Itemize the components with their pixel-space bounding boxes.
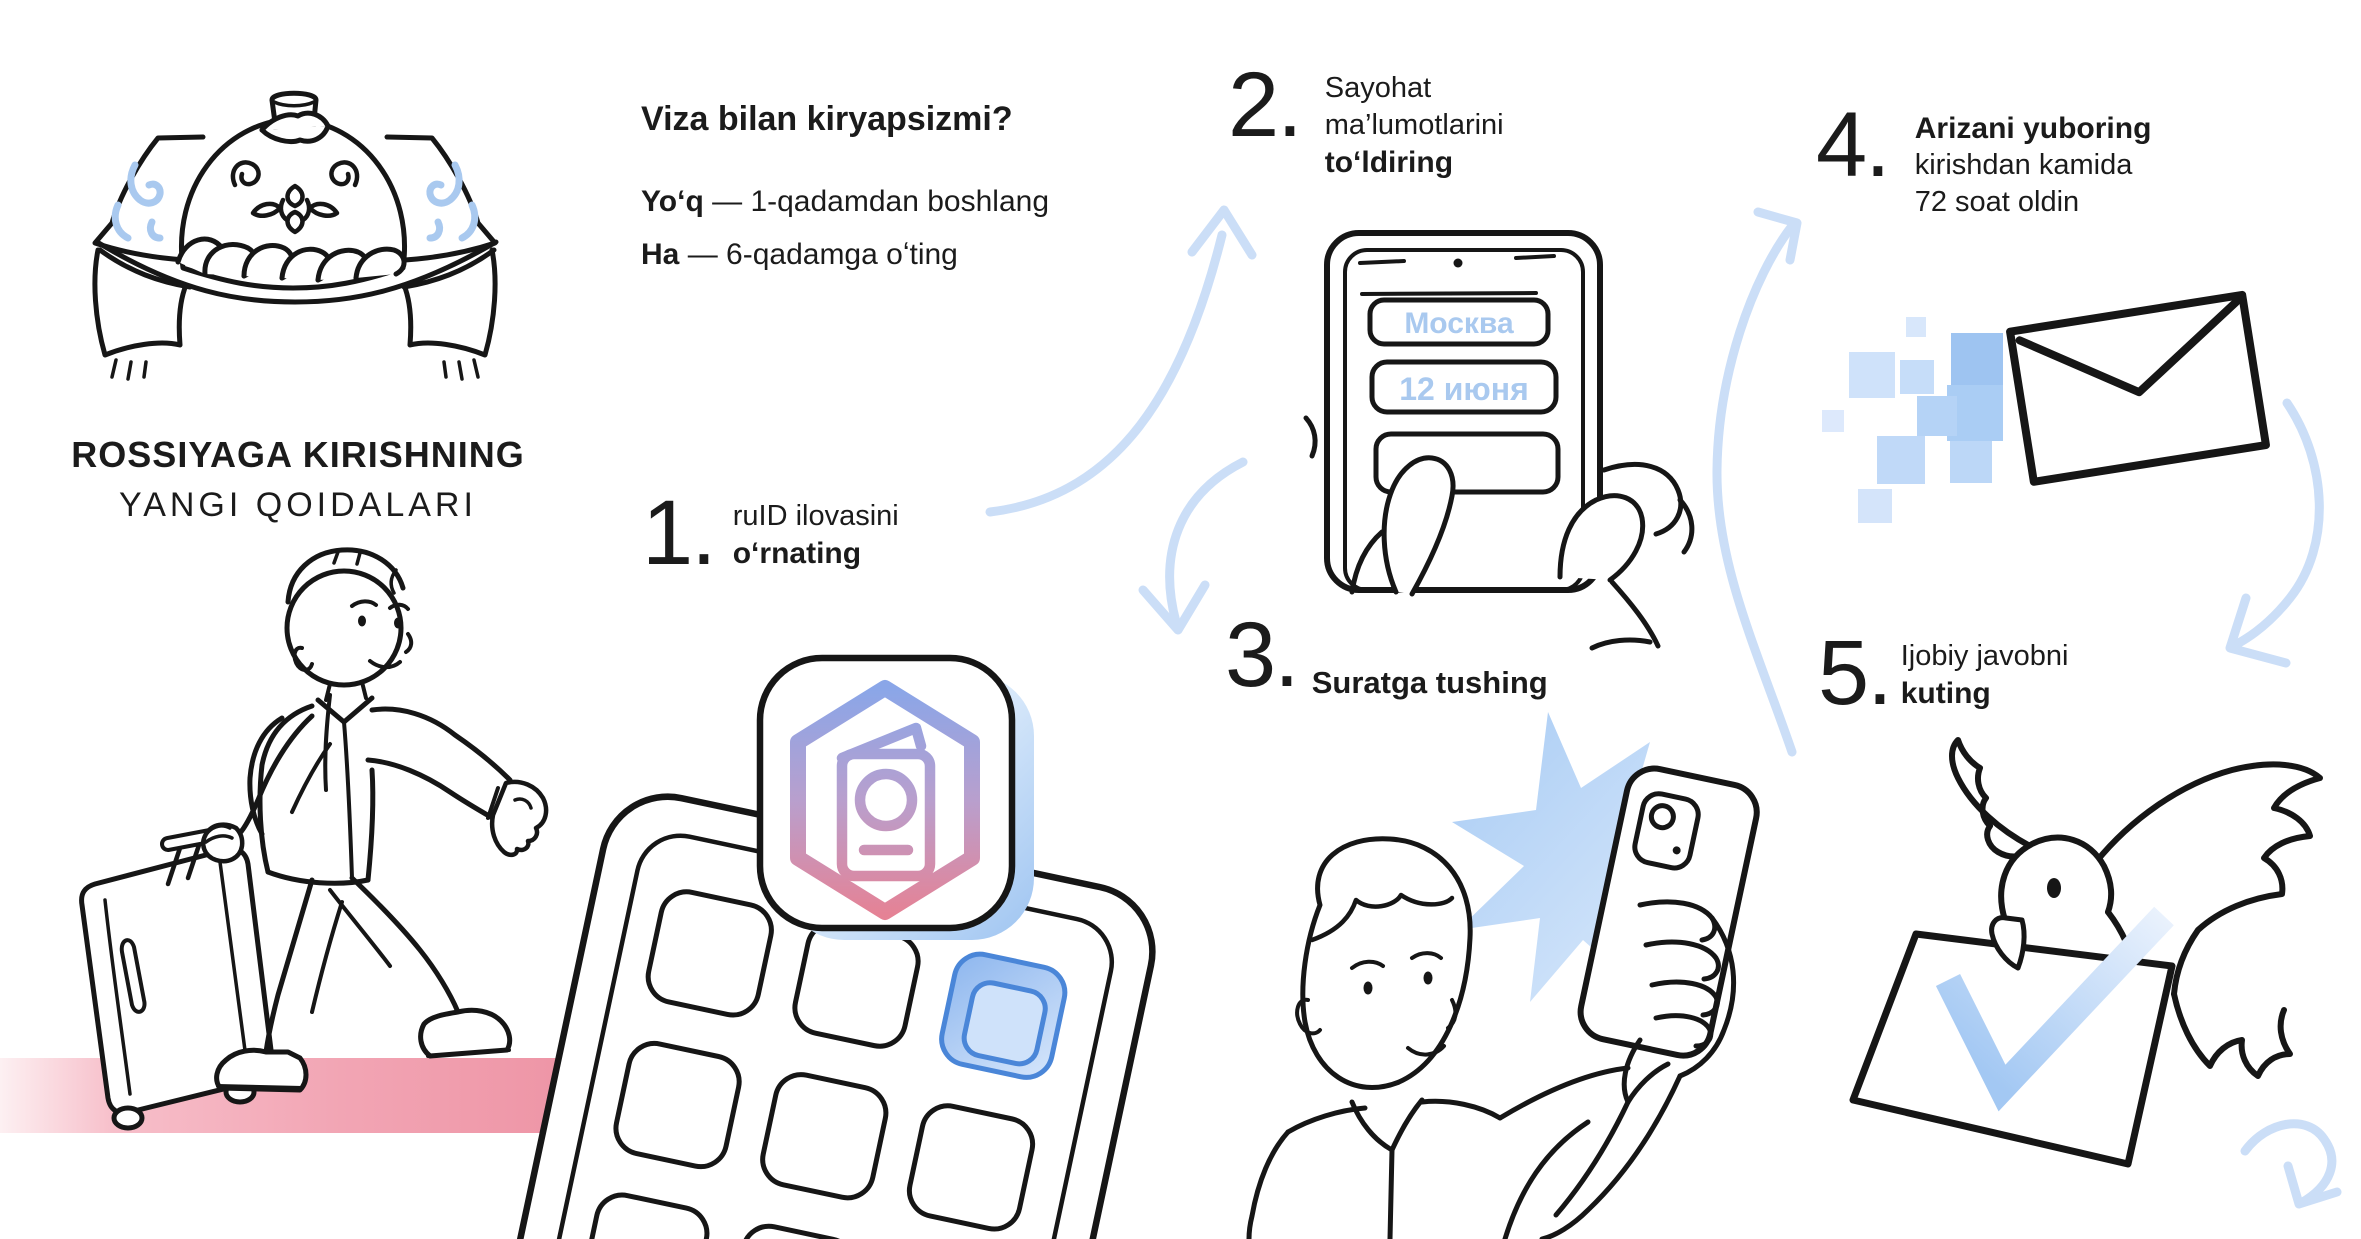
step-3: 3. Suratga tushing (1225, 604, 1548, 706)
selfie-phone (1577, 765, 1760, 1059)
checkmark-icon (1935, 906, 2174, 1112)
visa-option-no-text: — 1-qadamdan boshlang (703, 185, 1050, 218)
step-4-number: 4. (1816, 94, 1891, 196)
salt-cup (259, 90, 331, 145)
step-4-line3: 72 soat oldin (1914, 186, 2080, 218)
visa-question-block: Viza bilan kiryapsizmi? Yoʻq — 1-qadamda… (641, 100, 1049, 281)
arrow-next-hint-head (2283, 1161, 2342, 1209)
dove-body (1949, 737, 2323, 1079)
form-city-value: Москва (1404, 307, 1514, 340)
step-2-line3: toʻldiring (1324, 146, 1454, 179)
app-tiles (581, 889, 1036, 1239)
backpack (247, 715, 285, 837)
flash-starburst-icon (1452, 712, 1717, 1002)
arrow-step3-head (1753, 207, 1802, 265)
step-1-line1: ruID ilovasini (732, 500, 899, 532)
bread-braid (175, 236, 407, 283)
selfie-man (1246, 836, 1631, 1239)
arrow-step1-head (1187, 205, 1257, 260)
form-date-value: 12 июня (1399, 371, 1528, 407)
towel-ornament (111, 161, 479, 242)
visa-option-yes-label: Ha (641, 238, 680, 271)
poster-title: ROSSIYAGA KIRISHNING YANGI QOIDALARI (18, 434, 578, 525)
step-1: 1. ruID ilovasini oʻrnating (642, 482, 899, 584)
step-5-number: 5. (1818, 622, 1893, 724)
step-3-number: 3. (1225, 604, 1300, 706)
pixel-trail (1822, 317, 2003, 523)
step-5-line2: kuting (1900, 677, 1991, 710)
arrow-step1-to-step2 (985, 230, 1227, 517)
travel-form-illustration: Москва 12 июня (1303, 230, 1695, 651)
step-4-line1: Arizani yuboring (1914, 112, 2152, 145)
flow-arrows (985, 205, 2342, 1209)
visa-option-no: Yoʻq — 1-qadamdan boshlang (641, 175, 1049, 228)
visa-option-no-label: Yoʻq (641, 185, 704, 218)
step-5-line1: Ijobiy javobni (1900, 640, 2069, 672)
passport-icon (836, 722, 936, 882)
bread-and-salt-illustration (92, 90, 499, 381)
holding-hands (1303, 415, 1695, 651)
step-2: 2. Sayohat ma’lumotlarini toʻldiring (1228, 54, 1504, 181)
selfie-illustration (1246, 712, 1760, 1239)
shield-hexagon-icon (790, 680, 980, 920)
bread-decor (230, 160, 360, 235)
arrow-step4-to-step5 (2232, 398, 2324, 649)
step-5: 5. Ijobiy javobni kuting (1818, 622, 2069, 724)
dove-beak (1989, 915, 2027, 971)
step-1-line2: oʻrnating (732, 537, 862, 570)
poster-title-line2: YANGI QOIDALARI (119, 486, 477, 524)
step-4: 4. Arizani yuboring kirishdan kamida 72 … (1816, 94, 2152, 221)
arrow-next-hint (2240, 1119, 2337, 1208)
traveler-illustration (79, 547, 549, 1131)
visa-option-yes: Ha — 6-qadamga oʻting (641, 228, 1049, 281)
arrow-step2-to-step3 (1165, 457, 1248, 627)
dove-illustration (1849, 737, 2323, 1168)
form-city-field (1367, 297, 1551, 347)
visa-option-yes-text: — 6-qadamga oʻting (679, 238, 958, 271)
arrow-step3-to-step4 (1712, 221, 1797, 757)
step-2-number: 2. (1228, 54, 1303, 156)
poster-title-line1: ROSSIYAGA KIRISHNING (71, 434, 525, 475)
ruid-app-icon (756, 654, 1034, 940)
arrow-step4-head (2225, 593, 2291, 668)
step-4-line2: kirishdan kamida (1914, 149, 2133, 181)
arrow-step2-head (1138, 580, 1210, 635)
envelope-illustration (1822, 290, 2270, 523)
form-extra-field (1373, 431, 1561, 495)
envelope-icon (2006, 290, 2270, 486)
step-1-number: 1. (642, 482, 717, 584)
step-2-line1: Sayohat (1324, 72, 1432, 104)
step-2-line2: ma’lumotlarini (1324, 109, 1504, 141)
selfie-hand-arm (1539, 899, 1737, 1239)
form-date-field (1369, 359, 1559, 415)
towel-fringe (110, 358, 480, 381)
phone-apps-illustration (488, 654, 1156, 1239)
visa-question-heading: Viza bilan kiryapsizmi? (641, 100, 1013, 138)
step-3-line1: Suratga tushing (1311, 665, 1548, 700)
dove-eye (2047, 878, 2061, 898)
front-camera-dot (1453, 258, 1463, 268)
